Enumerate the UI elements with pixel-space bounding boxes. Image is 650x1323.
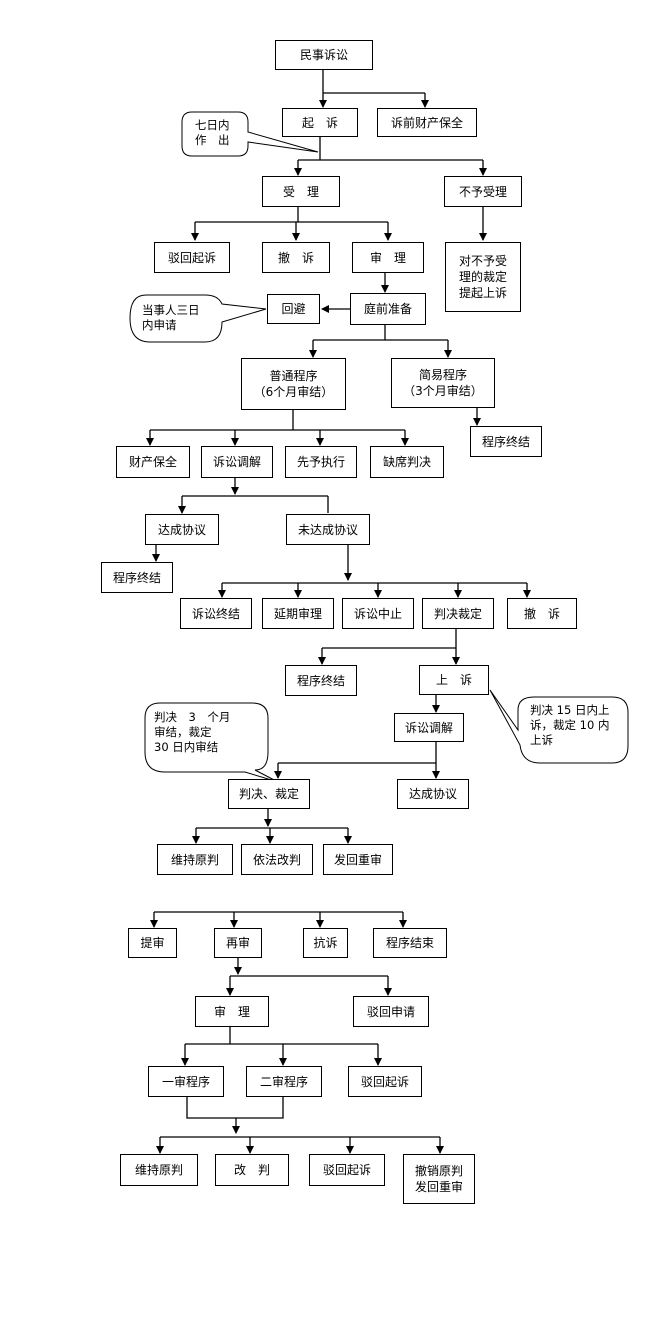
- proc-end-judgment-box: 程序终结: [285, 665, 357, 696]
- withdraw-2-box: 撤 诉: [507, 598, 577, 629]
- revoke-remand-box: 撤销原判 发回重审: [403, 1154, 475, 1204]
- seven-days-text: 七日内 作 出: [195, 118, 230, 147]
- proc-end-summary-box: 程序终结: [470, 426, 542, 457]
- default-judgment-box: 缺席判决: [370, 446, 444, 478]
- file-suit-box: 起 诉: [282, 108, 358, 137]
- ordinary-procedure-box: 普通程序 （6个月审结）: [241, 358, 346, 410]
- agreement-reached-2-box: 达成协议: [397, 779, 469, 809]
- uphold-box: 维持原判: [157, 844, 233, 875]
- appeal-period-text: 判决 15 日内上 诉，裁定 10 内 上诉: [530, 703, 610, 747]
- property-preservation-box: 财产保全: [116, 446, 190, 478]
- judgment-ruling-2-box: 判决、裁定: [228, 779, 310, 809]
- first-instance-box: 一审程序: [148, 1066, 224, 1097]
- agreement-reached-box: 达成协议: [145, 514, 219, 545]
- pretrial-prep-box: 庭前准备: [350, 293, 426, 325]
- advance-execution-box: 先予执行: [285, 446, 357, 478]
- retrial-review-box: 提审: [128, 928, 177, 958]
- not-accept-box: 不予受理: [444, 176, 522, 207]
- accept-box: 受 理: [262, 176, 340, 207]
- withdraw-box: 撤 诉: [262, 242, 330, 273]
- judgment-ruling-box: 判决裁定: [422, 598, 494, 629]
- amend-by-law-box: 依法改判: [241, 844, 313, 875]
- litigation-end-box: 诉讼终结: [180, 598, 252, 629]
- second-instance-box: 二审程序: [246, 1066, 322, 1097]
- appeal-not-accept-box: 对不予受 理的裁定 提起上诉: [445, 242, 521, 312]
- seven-days-bubble: [181, 111, 319, 157]
- reject-suit-box: 驳回起诉: [154, 242, 230, 273]
- retrial-box: 再审: [214, 928, 262, 958]
- summary-procedure-box: 简易程序 （3个月审结）: [391, 358, 495, 408]
- appeal-box: 上 诉: [419, 665, 489, 695]
- proc-end-agreement-box: 程序终结: [101, 562, 173, 593]
- protest-box: 抗诉: [303, 928, 348, 958]
- postponed-trial-box: 延期审理: [262, 598, 334, 629]
- litigation-mediation-2-box: 诉讼调解: [394, 713, 464, 742]
- remand-box: 发回重审: [323, 844, 393, 875]
- no-agreement-box: 未达成协议: [286, 514, 370, 545]
- three-days-text: 当事人三日 内申请: [142, 303, 200, 332]
- reject-suit-2-box: 驳回起诉: [348, 1066, 422, 1097]
- three-days-bubble: [129, 294, 267, 343]
- reject-application-box: 驳回申请: [353, 996, 429, 1027]
- appeal-period-bubble: [489, 689, 629, 764]
- amend-2-box: 改 判: [215, 1154, 289, 1186]
- civil-litigation-box: 民事诉讼: [275, 40, 373, 70]
- proc-end-final-box: 程序结束: [373, 928, 447, 958]
- trial-box: 审 理: [352, 242, 424, 273]
- reject-suit-3-box: 驳回起诉: [309, 1154, 385, 1186]
- recusal-box: 回避: [267, 294, 320, 324]
- litigation-suspended-box: 诉讼中止: [342, 598, 414, 629]
- pre-suit-preservation-box: 诉前财产保全: [377, 108, 477, 137]
- litigation-mediation-box: 诉讼调解: [201, 446, 273, 478]
- uphold-2-box: 维持原判: [120, 1154, 198, 1186]
- trial-2-box: 审 理: [195, 996, 269, 1027]
- trial-period-text: 判决 3 个月 审结，裁定 30 日内审结: [154, 710, 231, 754]
